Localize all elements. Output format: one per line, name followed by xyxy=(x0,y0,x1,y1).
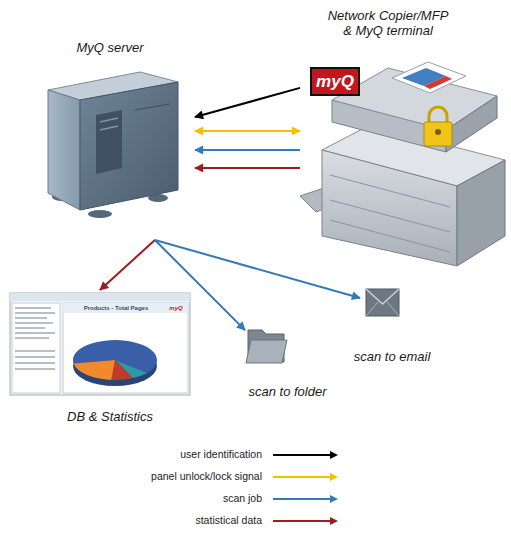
logo-text: myQ xyxy=(310,67,360,96)
folder-icon xyxy=(246,330,287,363)
node-heading: scan to folder xyxy=(225,384,350,399)
legend-line xyxy=(273,520,330,522)
connector-arrow xyxy=(195,149,300,151)
server-tower xyxy=(48,72,178,218)
legend-arrowhead xyxy=(330,451,338,459)
illustration-node: scan to email xyxy=(360,284,402,320)
illustration-node: MyQ server xyxy=(45,68,195,240)
envelope-icon xyxy=(366,289,399,316)
legend-text: scan job xyxy=(82,492,262,505)
legend-arrowhead xyxy=(330,495,338,503)
connector-arrow xyxy=(195,167,300,169)
connector-arrow xyxy=(195,130,300,132)
legend-line xyxy=(273,476,330,478)
node-heading: DB & Statistics xyxy=(20,409,200,424)
window-title: Products - Total Pages xyxy=(66,304,166,312)
legend-text: statistical data xyxy=(82,514,262,527)
node-heading: Network Copier/MFP & MyQ terminal xyxy=(325,8,451,38)
connector-arrow xyxy=(195,88,300,117)
legend-line xyxy=(273,498,330,500)
legend-arrowhead xyxy=(330,517,338,525)
illustration-node: scan to folder xyxy=(245,322,290,367)
copier-illustration xyxy=(300,62,505,266)
connector-arrow xyxy=(155,240,245,330)
legend-text: user identification xyxy=(82,448,262,461)
connector-arrow xyxy=(100,240,155,290)
node-heading: MyQ server xyxy=(45,40,175,55)
statistics-screenshot xyxy=(10,293,190,395)
logo-text: myQ xyxy=(166,304,186,312)
node-heading: scan to email xyxy=(342,349,442,364)
connector-arrow xyxy=(155,240,360,298)
legend-text: panel unlock/lock signal xyxy=(82,470,262,483)
legend-line xyxy=(273,454,330,456)
legend-arrowhead xyxy=(330,473,338,481)
